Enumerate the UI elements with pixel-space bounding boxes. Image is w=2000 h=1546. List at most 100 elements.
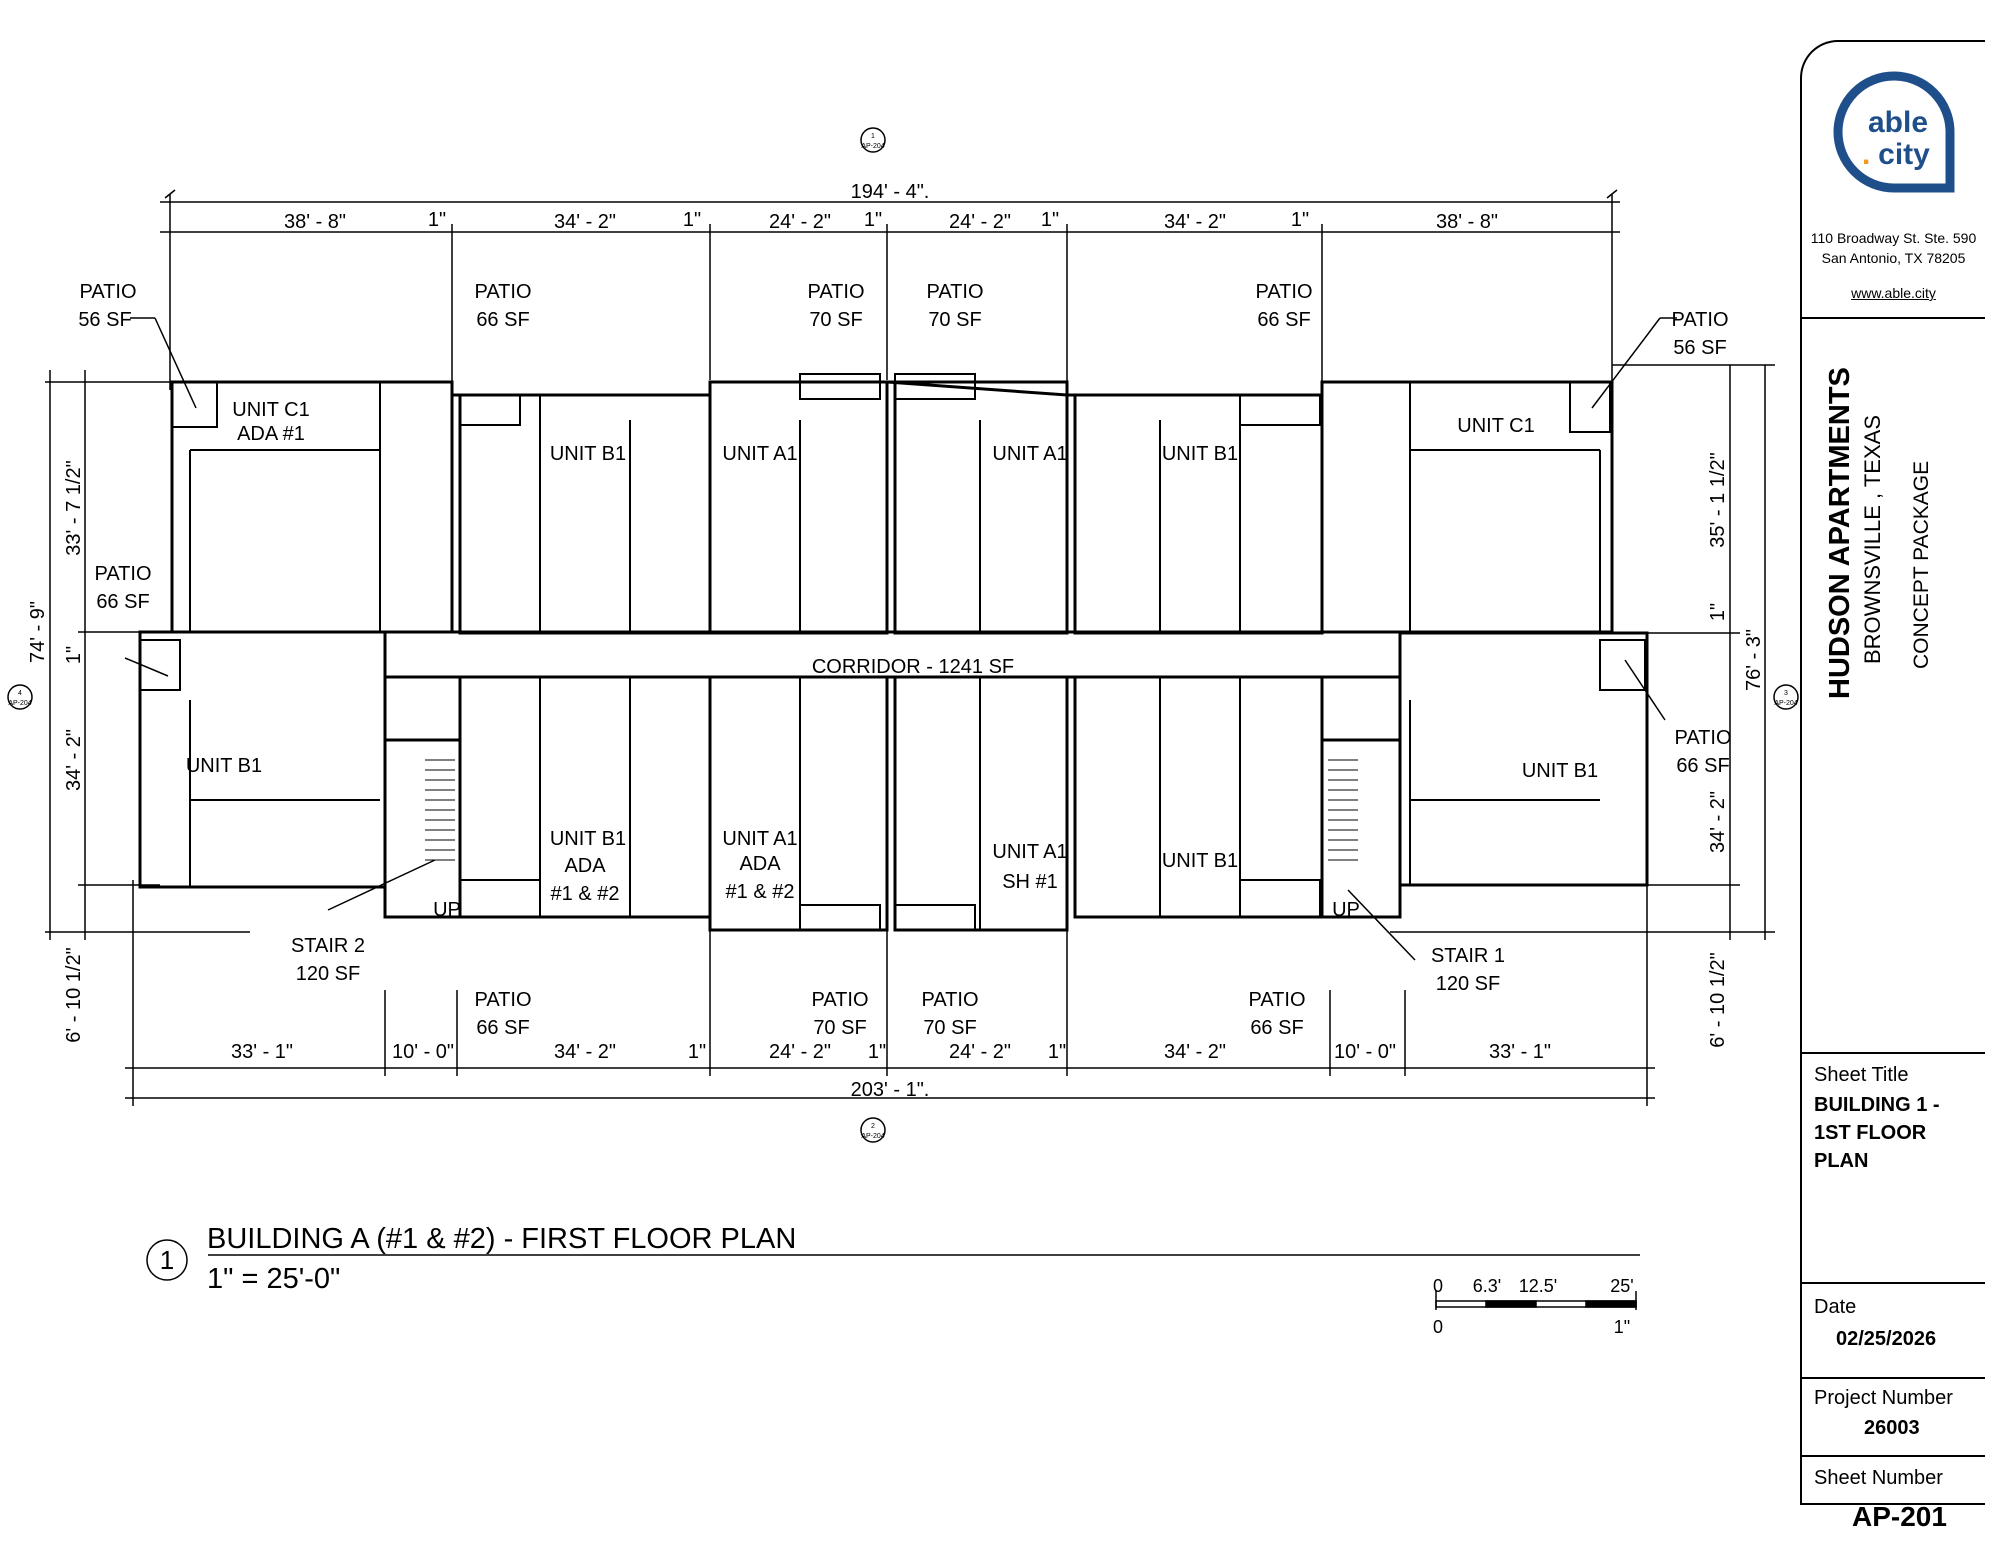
unit-label: UNIT C1 [232, 399, 309, 421]
sheet-title-label: Sheet Title [1814, 1064, 1909, 1086]
right-lower-dim: 34' - 2" [1707, 791, 1729, 853]
patio-area: 56 SF [78, 309, 131, 331]
patio-label: PATIO [921, 989, 978, 1011]
unit-label: UNIT B1 [1162, 850, 1238, 872]
package-name: CONCEPT PACKAGE [1910, 460, 1933, 669]
overall-dim-bottom: 203' - 1". [851, 1079, 930, 1101]
stair-up: UP [433, 899, 461, 921]
patio-label: PATIO [926, 281, 983, 303]
sheet-title-line-1: BUILDING 1 - [1814, 1094, 1940, 1116]
section-marker-num: 4 [18, 690, 22, 697]
unit-label: UNIT B1 [1522, 760, 1598, 782]
sheet-number-value: AP-201 [1852, 1501, 1947, 1532]
left-upper-dim: 33' - 7 1/2" [63, 460, 85, 555]
stair-area: 120 SF [296, 963, 360, 985]
patio-label: PATIO [811, 989, 868, 1011]
stair-label: STAIR 2 [291, 935, 365, 957]
unit-label: #1 & #2 [726, 881, 795, 903]
bottom-dim-4: 24' - 2" [769, 1041, 831, 1063]
logo-word-city: city [1878, 138, 1930, 171]
right-upper-dim: 35' - 1 1/2" [1707, 452, 1729, 547]
bottom-dim-5: 24' - 2" [949, 1041, 1011, 1063]
right-overall-dim: 76' - 3" [1743, 629, 1765, 691]
section-marker-num: 3 [1784, 690, 1788, 697]
corridor-label: CORRIDOR - 1241 SF [812, 656, 1014, 678]
title-block: able . city 110 Broadway St. Ste. 590 Sa… [1800, 40, 1985, 1532]
patio-area: 70 SF [923, 1017, 976, 1039]
bottom-dim-8: 33' - 1" [1489, 1041, 1551, 1063]
bottom-gap-2: 1" [868, 1041, 886, 1063]
scale-tick: 1" [1614, 1317, 1630, 1337]
able-city-logo: able . city [1833, 71, 1955, 193]
right-gap-dim: 1" [1707, 603, 1729, 621]
scale-tick: 12.5' [1519, 1276, 1557, 1296]
left-lower-dim: 34' - 2" [63, 729, 85, 791]
project-info-section: HUDSON APARTMENTS BROWNSVILLE , TEXAS CO… [1802, 317, 1985, 1052]
patio-area: 70 SF [809, 309, 862, 331]
bottom-dim-1: 33' - 1" [231, 1041, 293, 1063]
section-marker-ref: AP-204 [1774, 700, 1797, 707]
patio-area: 70 SF [928, 309, 981, 331]
section-marker-ref: AP-204 [861, 143, 884, 150]
bottom-dim-7: 10' - 0" [1334, 1041, 1396, 1063]
section-marker-num: 1 [871, 133, 875, 140]
project-number-value: 26003 [1864, 1417, 1920, 1439]
unit-label: SH #1 [1002, 871, 1058, 893]
bottom-gap-1: 1" [688, 1041, 706, 1063]
left-bottom-dim: 6' - 10 1/2" [63, 947, 85, 1042]
top-dim-3: 24' - 2" [769, 211, 831, 233]
firm-website-link[interactable]: www.able.city [1851, 285, 1936, 301]
patio-area: 66 SF [1250, 1017, 1303, 1039]
date-value: 02/25/2026 [1836, 1328, 1937, 1350]
sheet-title-line-2: 1ST FLOOR [1814, 1122, 1927, 1144]
bottom-gap-3: 1" [1048, 1041, 1066, 1063]
date-section: Date 02/25/2026 [1802, 1282, 1985, 1377]
top-gap-4: 1" [1041, 209, 1059, 231]
patio-area: 66 SF [476, 309, 529, 331]
top-dim-1: 38' - 8" [284, 211, 346, 233]
sheet-number-label: Sheet Number [1814, 1467, 1943, 1489]
view-scale: 1" = 25'-0" [207, 1263, 340, 1295]
left-overall-dim: 74' - 9" [27, 601, 49, 663]
stair-label: STAIR 1 [1431, 945, 1505, 967]
project-name: HUDSON APARTMENTS [1824, 367, 1856, 699]
patio-label: PATIO [1255, 281, 1312, 303]
scale-tick: 0 [1433, 1317, 1443, 1337]
patio-label: PATIO [807, 281, 864, 303]
scale-tick: 0 [1433, 1276, 1443, 1296]
patio-area: 66 SF [476, 1017, 529, 1039]
patio-label: PATIO [1248, 989, 1305, 1011]
patio-label: PATIO [94, 563, 151, 585]
right-bottom-dim: 6' - 10 1/2" [1707, 952, 1729, 1047]
logo-word-able: able [1868, 106, 1928, 139]
overall-dim-top: 194' - 4". [851, 181, 930, 203]
unit-label: UNIT A1 [992, 841, 1067, 863]
top-dim-5: 34' - 2" [1164, 211, 1226, 233]
bottom-dim-6: 34' - 2" [1164, 1041, 1226, 1063]
top-dim-2: 34' - 2" [554, 211, 616, 233]
address-line-2: San Antonio, TX 78205 [1821, 250, 1966, 266]
unit-label: ADA #1 [237, 423, 305, 445]
unit-label: UNIT B1 [550, 443, 626, 465]
section-marker-num: 2 [871, 1123, 875, 1130]
project-number-label: Project Number [1814, 1387, 1953, 1409]
patio-label: PATIO [474, 281, 531, 303]
section-marker-ref: AP-204 [8, 700, 31, 707]
top-gap-5: 1" [1291, 209, 1309, 231]
sheet-title-section: Sheet Title BUILDING 1 - 1ST FLOOR PLAN [1802, 1052, 1985, 1282]
patio-area: 70 SF [813, 1017, 866, 1039]
scale-tick: 6.3' [1473, 1276, 1501, 1296]
top-gap-3: 1" [864, 209, 882, 231]
sheet-title-line-3: PLAN [1814, 1150, 1869, 1172]
logo-dot: . [1862, 138, 1870, 171]
unit-label: UNIT B1 [550, 828, 626, 850]
sheet-number-section: Sheet Number AP-201 [1802, 1455, 1985, 1532]
date-label: Date [1814, 1296, 1857, 1318]
project-location: BROWNSVILLE , TEXAS [1860, 414, 1885, 664]
patio-area: 66 SF [96, 591, 149, 613]
patio-area: 66 SF [1257, 309, 1310, 331]
unit-label: UNIT A1 [722, 828, 797, 850]
unit-label: UNIT A1 [992, 443, 1067, 465]
stair-up: UP [1332, 899, 1360, 921]
